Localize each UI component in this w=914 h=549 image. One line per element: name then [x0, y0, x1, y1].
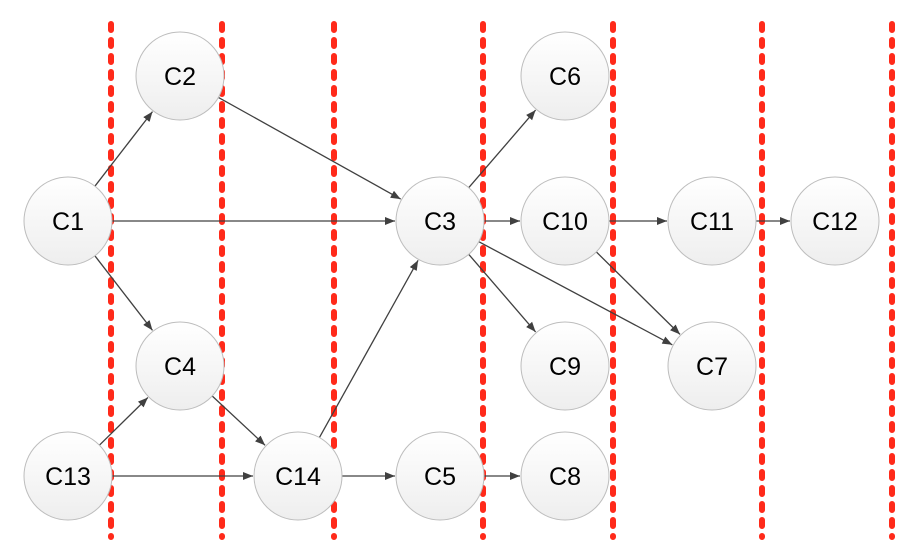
edge-c13-to-c4 [98, 397, 149, 446]
node-circle[interactable] [520, 176, 610, 266]
node-label: C7 [696, 353, 728, 381]
node-c2[interactable]: C2 [135, 31, 225, 121]
edge-c3-to-c9 [468, 253, 537, 333]
node-label: C2 [164, 63, 196, 91]
node-label: C3 [424, 208, 456, 236]
node-c10[interactable]: C10 [520, 176, 610, 266]
node-circle[interactable] [667, 321, 757, 411]
node-circle[interactable] [790, 176, 880, 266]
node-label: C10 [542, 208, 588, 236]
node-c6[interactable]: C6 [520, 31, 610, 121]
node-c13[interactable]: C13 [23, 431, 113, 521]
node-circle[interactable] [23, 431, 113, 521]
node-c12[interactable]: C12 [790, 176, 880, 266]
edges [94, 96, 790, 480]
node-label: C5 [424, 463, 456, 491]
node-label: C1 [52, 208, 84, 236]
node-circle[interactable] [253, 431, 343, 521]
node-label: C13 [45, 463, 91, 491]
node-c8[interactable]: C8 [520, 431, 610, 521]
edge-c2-to-c3 [218, 96, 402, 200]
node-label: C8 [549, 463, 581, 491]
node-label: C11 [690, 208, 734, 236]
edge-c4-to-c14 [211, 395, 266, 446]
node-circle[interactable] [135, 321, 225, 411]
node-c3[interactable]: C3 [395, 176, 485, 266]
edge-c3-to-c6 [468, 109, 537, 189]
node-c7[interactable]: C7 [667, 321, 757, 411]
node-label: C12 [812, 208, 858, 236]
node-circle[interactable] [395, 431, 485, 521]
node-circle[interactable] [520, 431, 610, 521]
edge-c14-to-c3 [318, 259, 419, 438]
edge-c3-to-c7 [478, 241, 673, 346]
node-circle[interactable] [23, 176, 113, 266]
node-circle[interactable] [520, 31, 610, 121]
node-label: C14 [275, 463, 321, 491]
edge-c10-to-c7 [595, 251, 681, 335]
node-circle[interactable] [395, 176, 485, 266]
node-label: C4 [164, 353, 196, 381]
node-circle[interactable] [135, 31, 225, 121]
node-circle[interactable] [520, 321, 610, 411]
node-c4[interactable]: C4 [135, 321, 225, 411]
edge-c1-to-c2 [94, 111, 154, 187]
node-label: C6 [549, 63, 581, 91]
node-c1[interactable]: C1 [23, 176, 113, 266]
node-c5[interactable]: C5 [395, 431, 485, 521]
edge-c1-to-c4 [94, 255, 154, 331]
node-label: C9 [549, 353, 581, 381]
node-c11[interactable]: C11 [667, 176, 757, 266]
node-c9[interactable]: C9 [520, 321, 610, 411]
divider-lines [108, 21, 895, 540]
node-circle[interactable] [667, 176, 757, 266]
node-c14[interactable]: C14 [253, 431, 343, 521]
